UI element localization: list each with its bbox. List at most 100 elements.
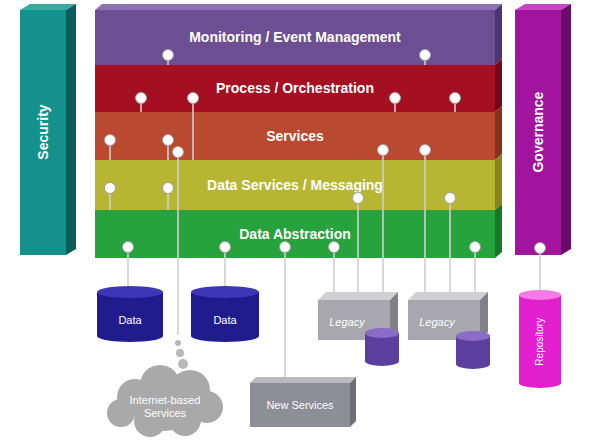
label-box: Repository — [519, 298, 561, 386]
connector-dot — [445, 193, 456, 204]
node-label: Data — [118, 314, 141, 327]
label-box: Process / Orchestration — [95, 65, 495, 112]
connector-line — [284, 247, 286, 377]
band-side-face — [495, 106, 502, 160]
box-front-face — [318, 300, 390, 340]
connector-dot — [105, 183, 116, 194]
storage-cylinder — [365, 328, 399, 366]
connector-line — [167, 188, 169, 210]
box-front-face — [408, 300, 480, 340]
node-label: Legacy — [329, 316, 364, 329]
connector-dot — [378, 145, 389, 156]
cylinder-bottom — [365, 356, 399, 366]
label-box: Services — [95, 112, 495, 160]
connector-line — [127, 247, 129, 286]
connector-dot — [220, 242, 231, 253]
node-outline — [105, 335, 227, 435]
connector-dot — [329, 242, 340, 253]
label-box: Legacy — [318, 304, 376, 340]
node-label: Monitoring / Event Management — [189, 29, 401, 45]
layer-band: Process / Orchestration — [95, 65, 495, 112]
storage-cylinder — [456, 331, 490, 369]
connector-line — [454, 98, 456, 112]
node-label: Data Services / Messaging — [207, 177, 383, 193]
cylinder-body — [365, 333, 399, 361]
connector-line — [394, 98, 396, 112]
connector-line — [109, 140, 111, 160]
node-label: Repository — [534, 318, 546, 366]
connector-dot — [420, 50, 431, 61]
label-box: Internet-based Services — [120, 390, 210, 424]
label-box: Data — [191, 300, 259, 340]
label-box: Monitoring / Event Management — [95, 10, 495, 65]
connector-line — [192, 98, 194, 160]
label-box: Data Services / Messaging — [95, 160, 495, 210]
label-box: New Services — [250, 383, 350, 427]
layer-band: Services — [95, 112, 495, 160]
label-box: Legacy — [408, 304, 466, 340]
connector-dot — [390, 93, 401, 104]
cylinder-top — [97, 286, 163, 298]
connector-line — [224, 247, 226, 286]
connector-line — [382, 150, 384, 292]
cylinder-bottom — [519, 378, 561, 388]
box-top-face — [408, 292, 488, 300]
node-label: Data Abstraction — [239, 226, 351, 242]
legacy-box: Legacy — [408, 292, 488, 340]
cylinder-body — [191, 292, 259, 336]
legacy-box: Legacy — [318, 292, 398, 340]
node-label: Services — [266, 128, 324, 144]
connector-dot — [163, 50, 174, 61]
connector-line — [167, 55, 169, 65]
node-label: New Services — [266, 399, 333, 412]
node-label: Internet-based Services — [120, 394, 210, 419]
connector-line — [474, 247, 476, 292]
connector-line — [357, 198, 359, 292]
service-cloud: Internet-based Services — [105, 335, 227, 435]
service-box: New Services — [250, 377, 356, 427]
band-side-face — [495, 4, 502, 65]
cylinder-top — [365, 328, 399, 338]
cloud-bubble — [175, 340, 181, 346]
connector-line — [424, 55, 426, 65]
box-top-face — [250, 377, 356, 383]
node-label: Process / Orchestration — [216, 80, 374, 96]
label-box: Security — [20, 10, 66, 255]
connector-line — [167, 140, 169, 160]
connector-dot — [173, 147, 184, 158]
connector-dot — [280, 242, 291, 253]
cylinder-body — [519, 295, 561, 383]
band-side-face — [495, 59, 502, 112]
connector-line — [424, 150, 426, 292]
repository-cylinder: Repository — [519, 290, 561, 388]
security-bar: Security — [20, 10, 66, 255]
cloud-bubble — [178, 359, 188, 369]
box-side-face — [480, 292, 488, 340]
dot-layer — [105, 50, 546, 254]
box-top-face — [318, 292, 398, 300]
node-label: Legacy — [419, 316, 454, 329]
connector-line — [177, 152, 179, 335]
bar-side-face — [66, 4, 76, 255]
box-side-face — [350, 377, 356, 427]
connector-dot — [353, 193, 364, 204]
connector-dot — [123, 242, 134, 253]
cylinder-body — [456, 336, 490, 364]
band-side-face — [495, 204, 502, 258]
cylinder-bottom — [456, 359, 490, 369]
connector-dot — [535, 243, 546, 254]
connector-dot — [163, 183, 174, 194]
cylinder-body — [97, 292, 163, 336]
governance-bar: Governance — [515, 10, 561, 255]
connector-dot — [470, 242, 481, 253]
connector-line — [109, 188, 111, 210]
layer-band: Data Services / Messaging — [95, 160, 495, 210]
node-label: Data — [213, 314, 236, 327]
connector-line — [140, 98, 142, 112]
node-label: Governance — [530, 92, 546, 173]
box-side-face — [390, 292, 398, 340]
cylinder-top — [456, 331, 490, 341]
